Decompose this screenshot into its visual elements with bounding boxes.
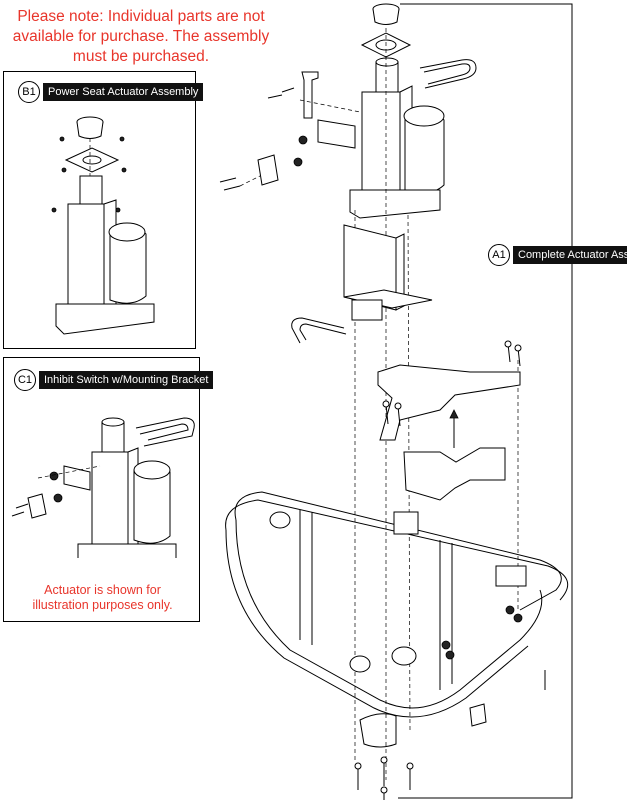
purchase-note-line-2: available for purchase. The assembly — [12, 28, 270, 45]
scooter-frame — [225, 491, 569, 748]
purchase-note-line-3: must be purchased. — [72, 48, 210, 65]
assembly-bracket-line — [398, 3, 573, 799]
bottom-bolts — [354, 756, 414, 800]
panel-c1: C1 Inhibit Switch w/Mounting Bracket Act… — [3, 357, 214, 622]
u-bolt-top — [419, 59, 477, 89]
footnote-line-1: Actuator is shown for — [44, 583, 161, 597]
shroud — [403, 447, 506, 501]
actuator-b1-drawing — [51, 116, 155, 335]
seat-mounting-bracket — [343, 224, 433, 321]
inhibit-switch-a1 — [257, 154, 279, 186]
actuator-c1-drawing — [11, 417, 195, 558]
callout-c1: C1 Inhibit Switch w/Mounting Bracket — [14, 369, 214, 391]
purchase-note: Please note: Individual parts are not av… — [0, 7, 282, 67]
callout-b1-title: Power Seat Actuator Assembly — [43, 83, 204, 101]
callout-a1: A1 Complete Actuator Assy — [488, 244, 627, 266]
base-plate — [377, 364, 521, 441]
switch-bracket — [317, 119, 356, 149]
purchase-note-line-1: Please note: Individual parts are not — [17, 8, 265, 25]
footnote-line-2: illustration purposes only. — [32, 598, 173, 612]
callout-b1-code: B1 — [18, 81, 40, 103]
callout-c1-code: C1 — [14, 369, 36, 391]
actuator-cap — [372, 3, 400, 25]
u-bolt-lower — [291, 317, 345, 344]
actuator-body-a1 — [349, 85, 445, 219]
illustration-footnote: Actuator is shown for illustration purpo… — [4, 583, 201, 613]
callout-b1: B1 Power Seat Actuator Assembly — [18, 81, 204, 103]
callout-a1-title: Complete Actuator Assy — [513, 246, 627, 264]
l-bracket-small — [301, 71, 319, 119]
panel-b1: B1 Power Seat Actuator Assembly — [3, 71, 204, 349]
callout-a1-code: A1 — [488, 244, 510, 266]
callout-c1-title: Inhibit Switch w/Mounting Bracket — [39, 371, 214, 389]
